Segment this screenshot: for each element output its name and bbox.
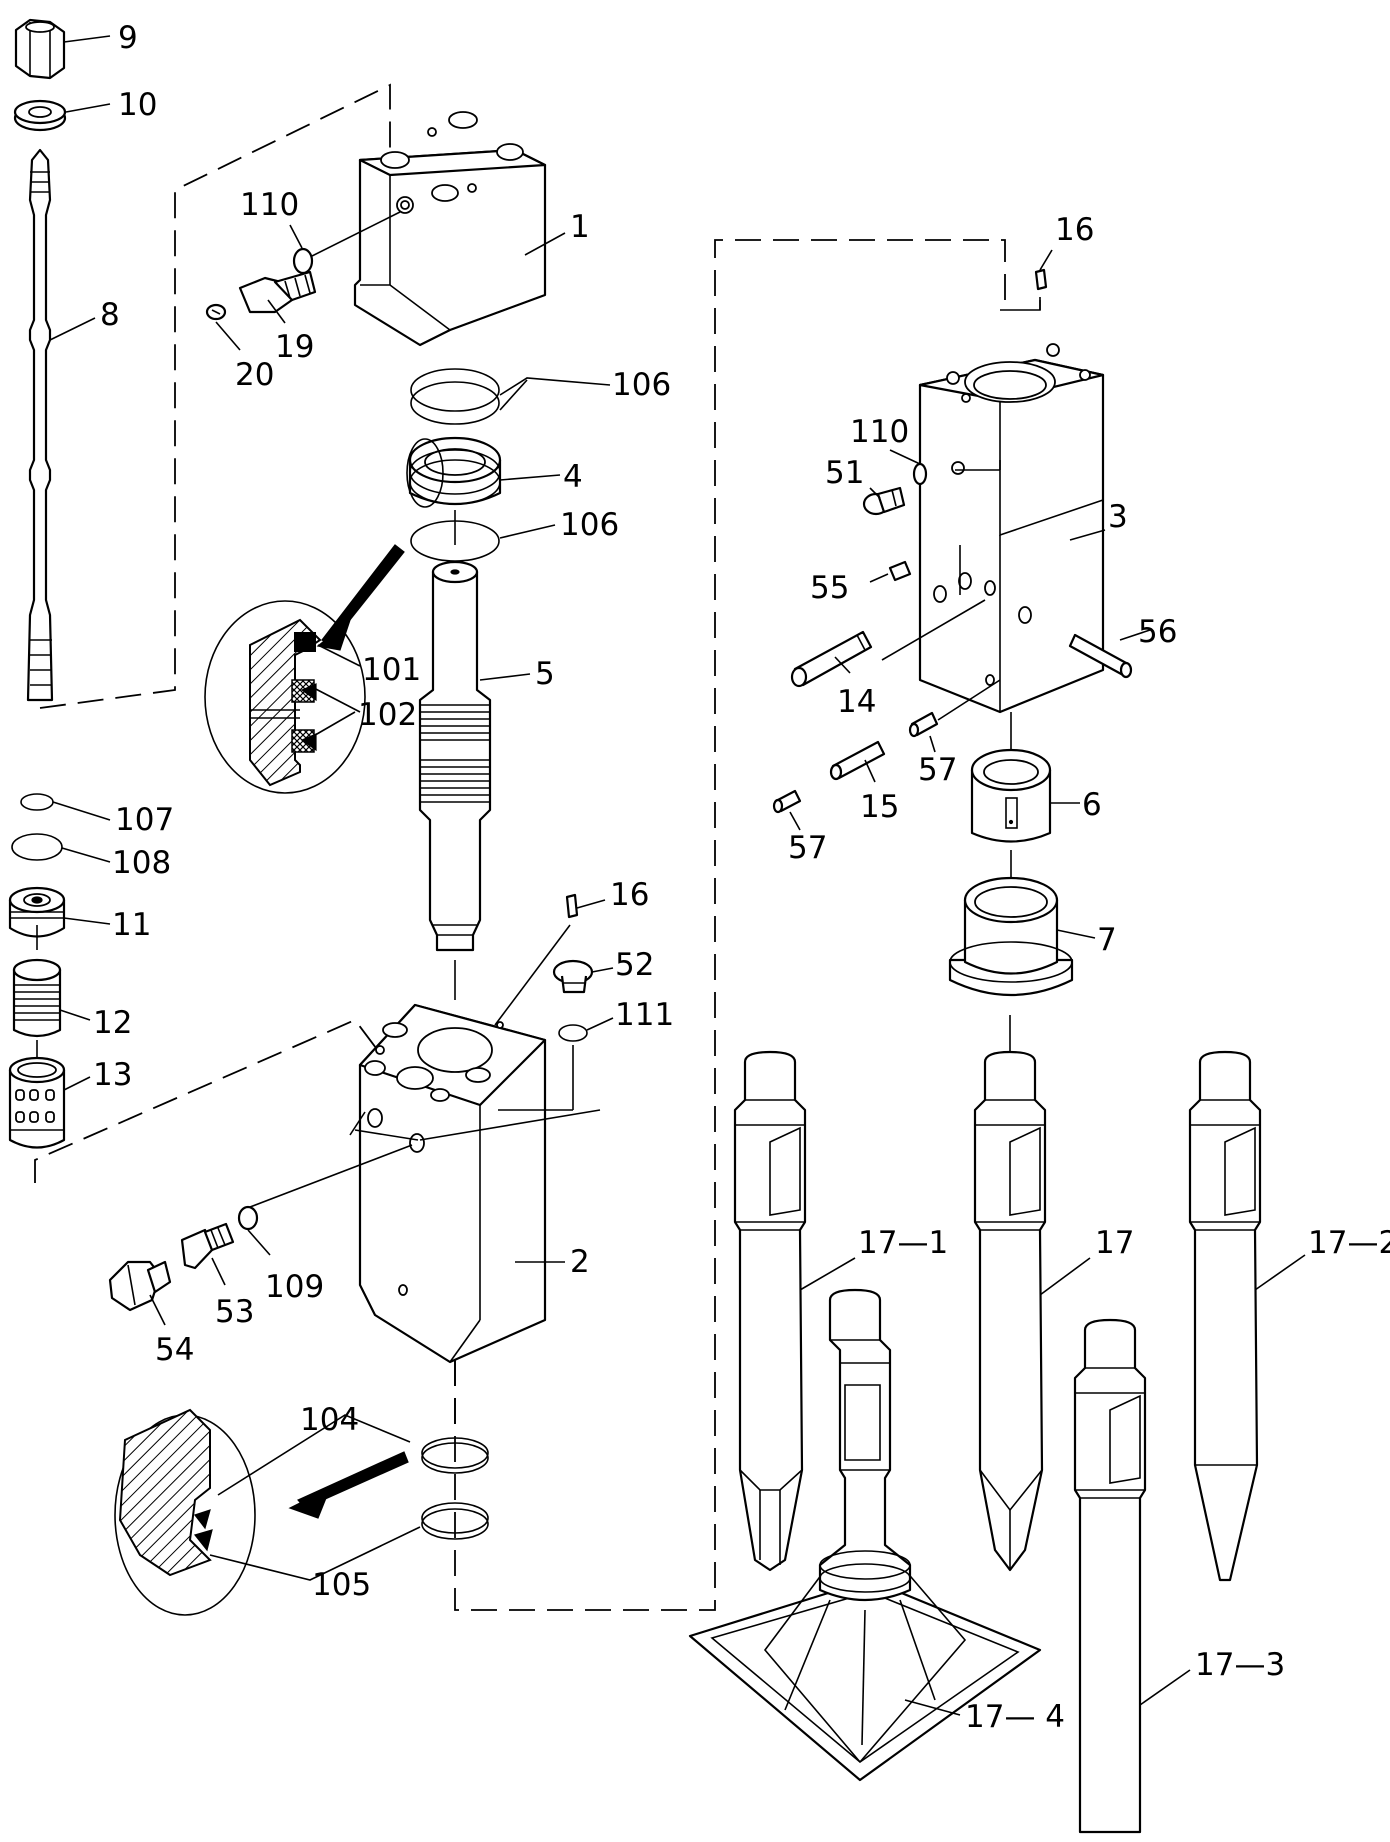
part-17-1-chisel (733, 1050, 807, 1572)
label-19: 19 (275, 329, 314, 365)
part-19-charging-valve (238, 270, 317, 314)
label-16-lower: 16 (610, 877, 649, 913)
label-6: 6 (1082, 787, 1102, 823)
part-55-plug (888, 560, 912, 582)
label-57-lower: 57 (788, 830, 827, 866)
label-17-4: 17— 4 (965, 1699, 1065, 1735)
part-1-back-head (353, 111, 547, 347)
label-1: 1 (570, 209, 590, 245)
label-15: 15 (860, 789, 899, 825)
label-51: 51 (825, 455, 864, 491)
seal-detail-lower (114, 1408, 409, 1616)
label-3: 3 (1108, 499, 1128, 535)
part-15-pin (829, 740, 886, 781)
label-52: 52 (615, 947, 654, 983)
part-54-plug-bolt (108, 1260, 172, 1312)
label-7: 7 (1097, 922, 1117, 958)
part-9-nut (14, 18, 66, 80)
part-53-adapter (180, 1222, 235, 1270)
part-6-inner-bushing (970, 748, 1052, 843)
label-53: 53 (215, 1294, 254, 1330)
label-9: 9 (118, 20, 138, 56)
part-13-valve-sleeve (8, 1056, 66, 1149)
part-7-front-bushing (948, 876, 1074, 997)
part-8-through-bolt (26, 148, 54, 702)
part-108-oring (11, 833, 63, 861)
label-104: 104 (300, 1402, 359, 1438)
part-56-pin (1068, 633, 1133, 679)
part-57-pin-lower (772, 789, 802, 814)
part-4-seal-retainer (406, 436, 502, 508)
label-102: 102 (358, 697, 417, 733)
label-2: 2 (570, 1244, 590, 1280)
part-5-piston (418, 510, 492, 1000)
label-110-right: 110 (850, 414, 909, 450)
label-109: 109 (265, 1269, 324, 1305)
part-11-valve-plug (8, 886, 66, 938)
label-111: 111 (615, 997, 674, 1033)
label-10: 10 (118, 87, 157, 123)
label-17: 17 (1095, 1225, 1134, 1261)
label-106-top: 106 (612, 367, 671, 403)
seal-detail-upper (204, 544, 405, 794)
label-106-bottom: 106 (560, 507, 619, 543)
label-14: 14 (837, 684, 876, 720)
label-56: 56 (1138, 614, 1177, 650)
part-16-pin-lower (494, 893, 579, 1026)
label-13: 13 (93, 1057, 132, 1093)
label-54: 54 (155, 1332, 194, 1368)
part-52-plug (552, 959, 594, 994)
label-16-upper: 16 (1055, 212, 1094, 248)
part-57-pin-upper (908, 711, 939, 738)
label-107: 107 (115, 802, 174, 838)
part-20-valve-screw (205, 303, 227, 321)
label-20: 20 (235, 357, 274, 393)
part-111-oring (558, 1024, 588, 1042)
part-2-cylinder (358, 1003, 547, 1364)
part-labels: 9 10 8 1 110 19 20 106 4 106 5 101 102 1… (93, 20, 1390, 1735)
label-11: 11 (112, 907, 151, 943)
part-12-valve (12, 958, 62, 1038)
label-12: 12 (93, 1005, 132, 1041)
part-104-oring (421, 1437, 489, 1474)
label-105: 105 (312, 1567, 371, 1603)
part-110-oring-right (912, 462, 928, 486)
part-51-plug (862, 486, 906, 516)
label-5: 5 (535, 656, 555, 692)
part-106-orings-top (410, 368, 500, 425)
label-110-top: 110 (240, 187, 299, 223)
part-3-front-head (918, 343, 1105, 714)
part-14-pin (790, 630, 873, 688)
label-55: 55 (810, 570, 849, 606)
part-17-3-blunt-tool (1073, 1318, 1147, 1834)
part-110-oring-top (292, 211, 401, 275)
label-108: 108 (112, 845, 171, 881)
leader-lines (49, 35, 1306, 1716)
part-17-moil-point (973, 1015, 1047, 1572)
part-10-washer (13, 99, 67, 132)
label-8: 8 (100, 297, 120, 333)
label-4: 4 (563, 459, 583, 495)
part-16-pin-upper (1034, 268, 1048, 310)
part-105-oring (421, 1502, 489, 1540)
label-57-upper: 57 (918, 752, 957, 788)
part-17-4-tamping-plate (688, 1288, 1042, 1782)
label-17-2: 17—2 (1308, 1225, 1390, 1261)
part-17-2-conical-point (1188, 1050, 1262, 1582)
label-101: 101 (362, 652, 421, 688)
label-17-1: 17—1 (858, 1225, 948, 1261)
label-17-3: 17—3 (1195, 1647, 1285, 1683)
part-107-oring (20, 793, 54, 811)
part-109-oring (237, 1205, 259, 1231)
